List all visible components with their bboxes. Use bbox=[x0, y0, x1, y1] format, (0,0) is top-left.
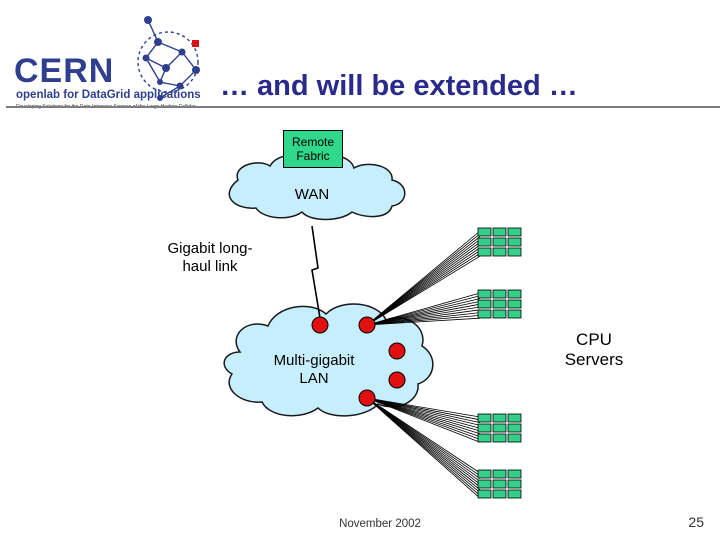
lan-node bbox=[388, 342, 406, 360]
remote-fabric-label: Remote Fabric bbox=[291, 134, 335, 163]
server-unit bbox=[477, 423, 492, 433]
server-unit bbox=[492, 289, 507, 299]
gigabit-link-label: Gigabit long- haul link bbox=[167, 240, 253, 275]
wan-label: WAN bbox=[294, 186, 330, 203]
server-unit bbox=[507, 289, 522, 299]
server-unit bbox=[492, 469, 507, 479]
server-unit bbox=[477, 489, 492, 499]
server-unit bbox=[507, 247, 522, 257]
server-unit bbox=[477, 227, 492, 237]
server-unit bbox=[507, 413, 522, 423]
logo-cern-text: CERN bbox=[14, 52, 115, 90]
cpu-server-rack bbox=[477, 289, 522, 319]
cpu-server-rack bbox=[477, 469, 522, 499]
server-unit bbox=[507, 489, 522, 499]
server-unit bbox=[492, 247, 507, 257]
server-unit bbox=[477, 309, 492, 319]
server-unit bbox=[477, 299, 492, 309]
server-unit bbox=[492, 489, 507, 499]
remote-fabric-box: Remote Fabric bbox=[283, 130, 343, 168]
server-unit bbox=[507, 237, 522, 247]
header-divider bbox=[6, 106, 720, 108]
server-unit bbox=[492, 309, 507, 319]
cpu-server-rack bbox=[477, 413, 522, 443]
slide-title: … and will be extended … bbox=[220, 70, 578, 102]
grid-globe-icon bbox=[137, 16, 200, 101]
server-unit bbox=[507, 479, 522, 489]
server-unit bbox=[507, 299, 522, 309]
lan-node bbox=[388, 371, 406, 389]
lan-node bbox=[311, 316, 329, 334]
server-unit bbox=[477, 433, 492, 443]
lan-node bbox=[358, 316, 376, 334]
cpu-servers-label: CPU Servers bbox=[564, 330, 624, 370]
server-unit bbox=[477, 247, 492, 257]
server-unit bbox=[492, 479, 507, 489]
footer-date: November 2002 bbox=[339, 518, 421, 530]
server-unit bbox=[477, 413, 492, 423]
server-unit bbox=[492, 423, 507, 433]
server-unit bbox=[477, 479, 492, 489]
logo-subtitle: openlab for DataGrid applications bbox=[16, 89, 201, 101]
server-unit bbox=[477, 289, 492, 299]
cpu-server-rack bbox=[477, 227, 522, 257]
server-unit bbox=[492, 299, 507, 309]
page-number: 25 bbox=[688, 514, 704, 530]
server-unit bbox=[507, 469, 522, 479]
server-unit bbox=[507, 433, 522, 443]
lan-label: Multi-gigabit LAN bbox=[273, 352, 355, 387]
server-unit bbox=[507, 227, 522, 237]
server-unit bbox=[507, 423, 522, 433]
lan-cloud bbox=[223, 303, 434, 417]
server-unit bbox=[477, 237, 492, 247]
server-unit bbox=[507, 309, 522, 319]
server-unit bbox=[492, 237, 507, 247]
server-unit bbox=[492, 227, 507, 237]
gigabit-link-line bbox=[311, 225, 321, 319]
lan-node bbox=[358, 389, 376, 407]
server-unit bbox=[492, 413, 507, 423]
server-unit bbox=[492, 433, 507, 443]
server-unit bbox=[477, 469, 492, 479]
